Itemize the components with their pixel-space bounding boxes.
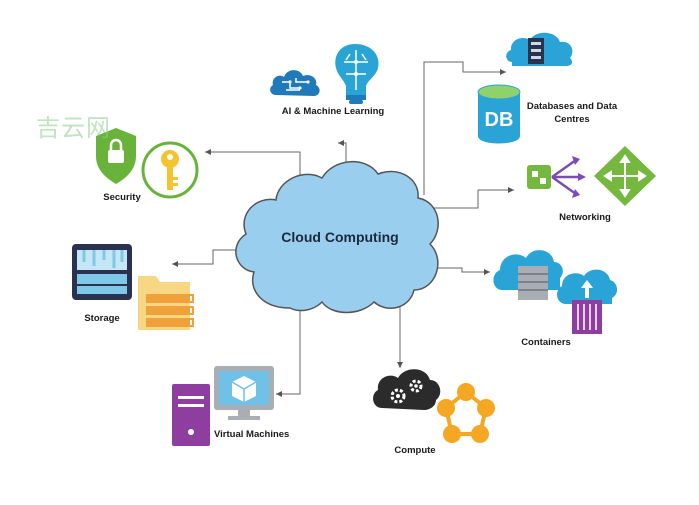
connector-containers xyxy=(432,267,490,275)
compute-label: Compute xyxy=(394,445,436,456)
connector-networking xyxy=(432,187,514,209)
networking-icon xyxy=(527,146,656,206)
watermark: 吉云网 xyxy=(36,114,111,142)
databases-label-line1: Databases and Data xyxy=(526,101,618,112)
connector-security xyxy=(205,149,301,178)
connectors xyxy=(172,61,514,397)
connector-ai xyxy=(338,140,347,168)
connector-databases xyxy=(423,61,506,195)
db-badge: DB xyxy=(485,109,514,131)
storage-label: Storage xyxy=(84,313,120,324)
compute-icon xyxy=(373,369,495,443)
containers-icon xyxy=(493,250,618,334)
databases-label-line2: Centres xyxy=(554,114,590,125)
ai-machine-learning-label: AI & Machine Learning xyxy=(281,106,385,117)
virtual-machines-icon xyxy=(172,366,274,446)
central-cloud xyxy=(235,160,439,314)
security-icon xyxy=(96,128,199,199)
databases-icon xyxy=(477,32,573,144)
ai-machine-learning-icon xyxy=(270,44,379,104)
networking-label: Networking xyxy=(559,212,611,223)
central-cloud-label: Cloud Computing xyxy=(281,229,399,245)
security-label: Security xyxy=(103,192,141,203)
connector-vm xyxy=(276,302,301,397)
storage-icon xyxy=(72,244,194,330)
containers-label: Containers xyxy=(521,337,571,348)
virtual-machines-label: Virtual Machines xyxy=(214,429,290,440)
